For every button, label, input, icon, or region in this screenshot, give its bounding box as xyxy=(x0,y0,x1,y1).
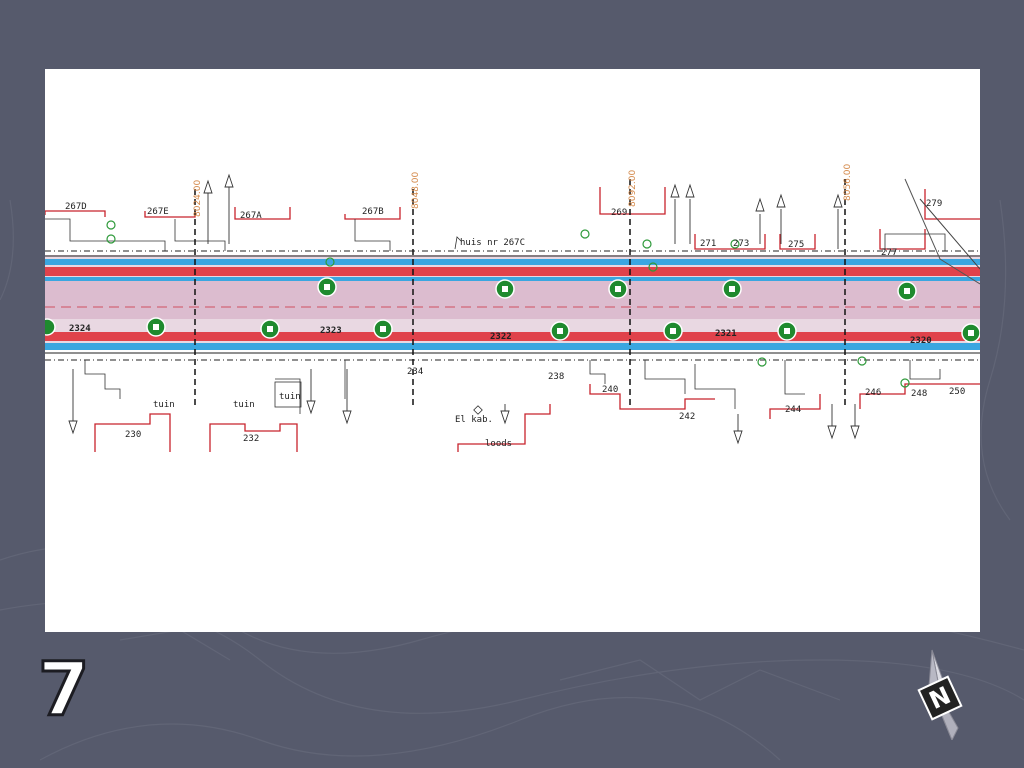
chainage-label-2: 8048.00 xyxy=(411,172,421,209)
house-label: 267E xyxy=(147,207,169,217)
station-label: 2323 xyxy=(320,326,342,336)
house-label: 267D xyxy=(65,202,87,212)
garden-label: tuin xyxy=(233,400,255,410)
north-building-outlines xyxy=(45,187,980,250)
house-label: 269 xyxy=(611,208,627,218)
water-pipe-south xyxy=(45,343,980,350)
sewer-pipe-south xyxy=(45,332,980,341)
house-label: 273 xyxy=(733,239,749,249)
slide-number: 7 xyxy=(37,647,91,733)
station-label: 2320 xyxy=(910,336,932,346)
station-label: 2324 xyxy=(69,324,91,334)
house-label: 267A xyxy=(240,211,262,221)
house-label: 277 xyxy=(881,248,897,258)
sewer-plan-drawing: 8024.00 8048.00 8092.00 8056.00 xyxy=(45,164,980,452)
manhole-markers xyxy=(45,277,980,343)
sewer-pipe-north xyxy=(45,267,980,276)
water-pipe-north xyxy=(45,259,980,265)
garden-label: tuin xyxy=(153,400,175,410)
house-label: 238 xyxy=(548,372,564,382)
house-label: 267B xyxy=(362,207,384,217)
house-label: 230 xyxy=(125,430,141,440)
map-image: 8024.00 8048.00 8092.00 8056.00 xyxy=(45,69,980,632)
station-label: 2322 xyxy=(490,332,512,342)
note-label: El kab. xyxy=(455,415,493,425)
house-label: 244 xyxy=(785,405,801,415)
chainage-label-4: 8056.00 xyxy=(843,164,853,201)
water-pipe-north-2 xyxy=(45,277,980,281)
house-label: 246 xyxy=(865,388,881,398)
house-label: 275 xyxy=(788,240,804,250)
north-arrow-icon: N xyxy=(917,649,963,740)
house-label: 232 xyxy=(243,434,259,444)
station-label: 2321 xyxy=(715,329,737,339)
note-label: huis nr 267C xyxy=(460,238,525,248)
house-label: 279 xyxy=(926,199,942,209)
house-label: 271 xyxy=(700,239,716,249)
house-label: 242 xyxy=(679,412,695,422)
chainage-label-3: 8092.00 xyxy=(628,170,638,207)
south-building-outlines xyxy=(94,383,980,452)
note-label: loods xyxy=(485,439,512,449)
house-label: 248 xyxy=(911,389,927,399)
house-label: 240 xyxy=(602,385,618,395)
house-label: 250 xyxy=(949,387,965,397)
house-label: 234 xyxy=(407,367,423,377)
chainage-label-1: 8024.00 xyxy=(193,180,203,217)
garden-label: tuin xyxy=(279,392,301,402)
